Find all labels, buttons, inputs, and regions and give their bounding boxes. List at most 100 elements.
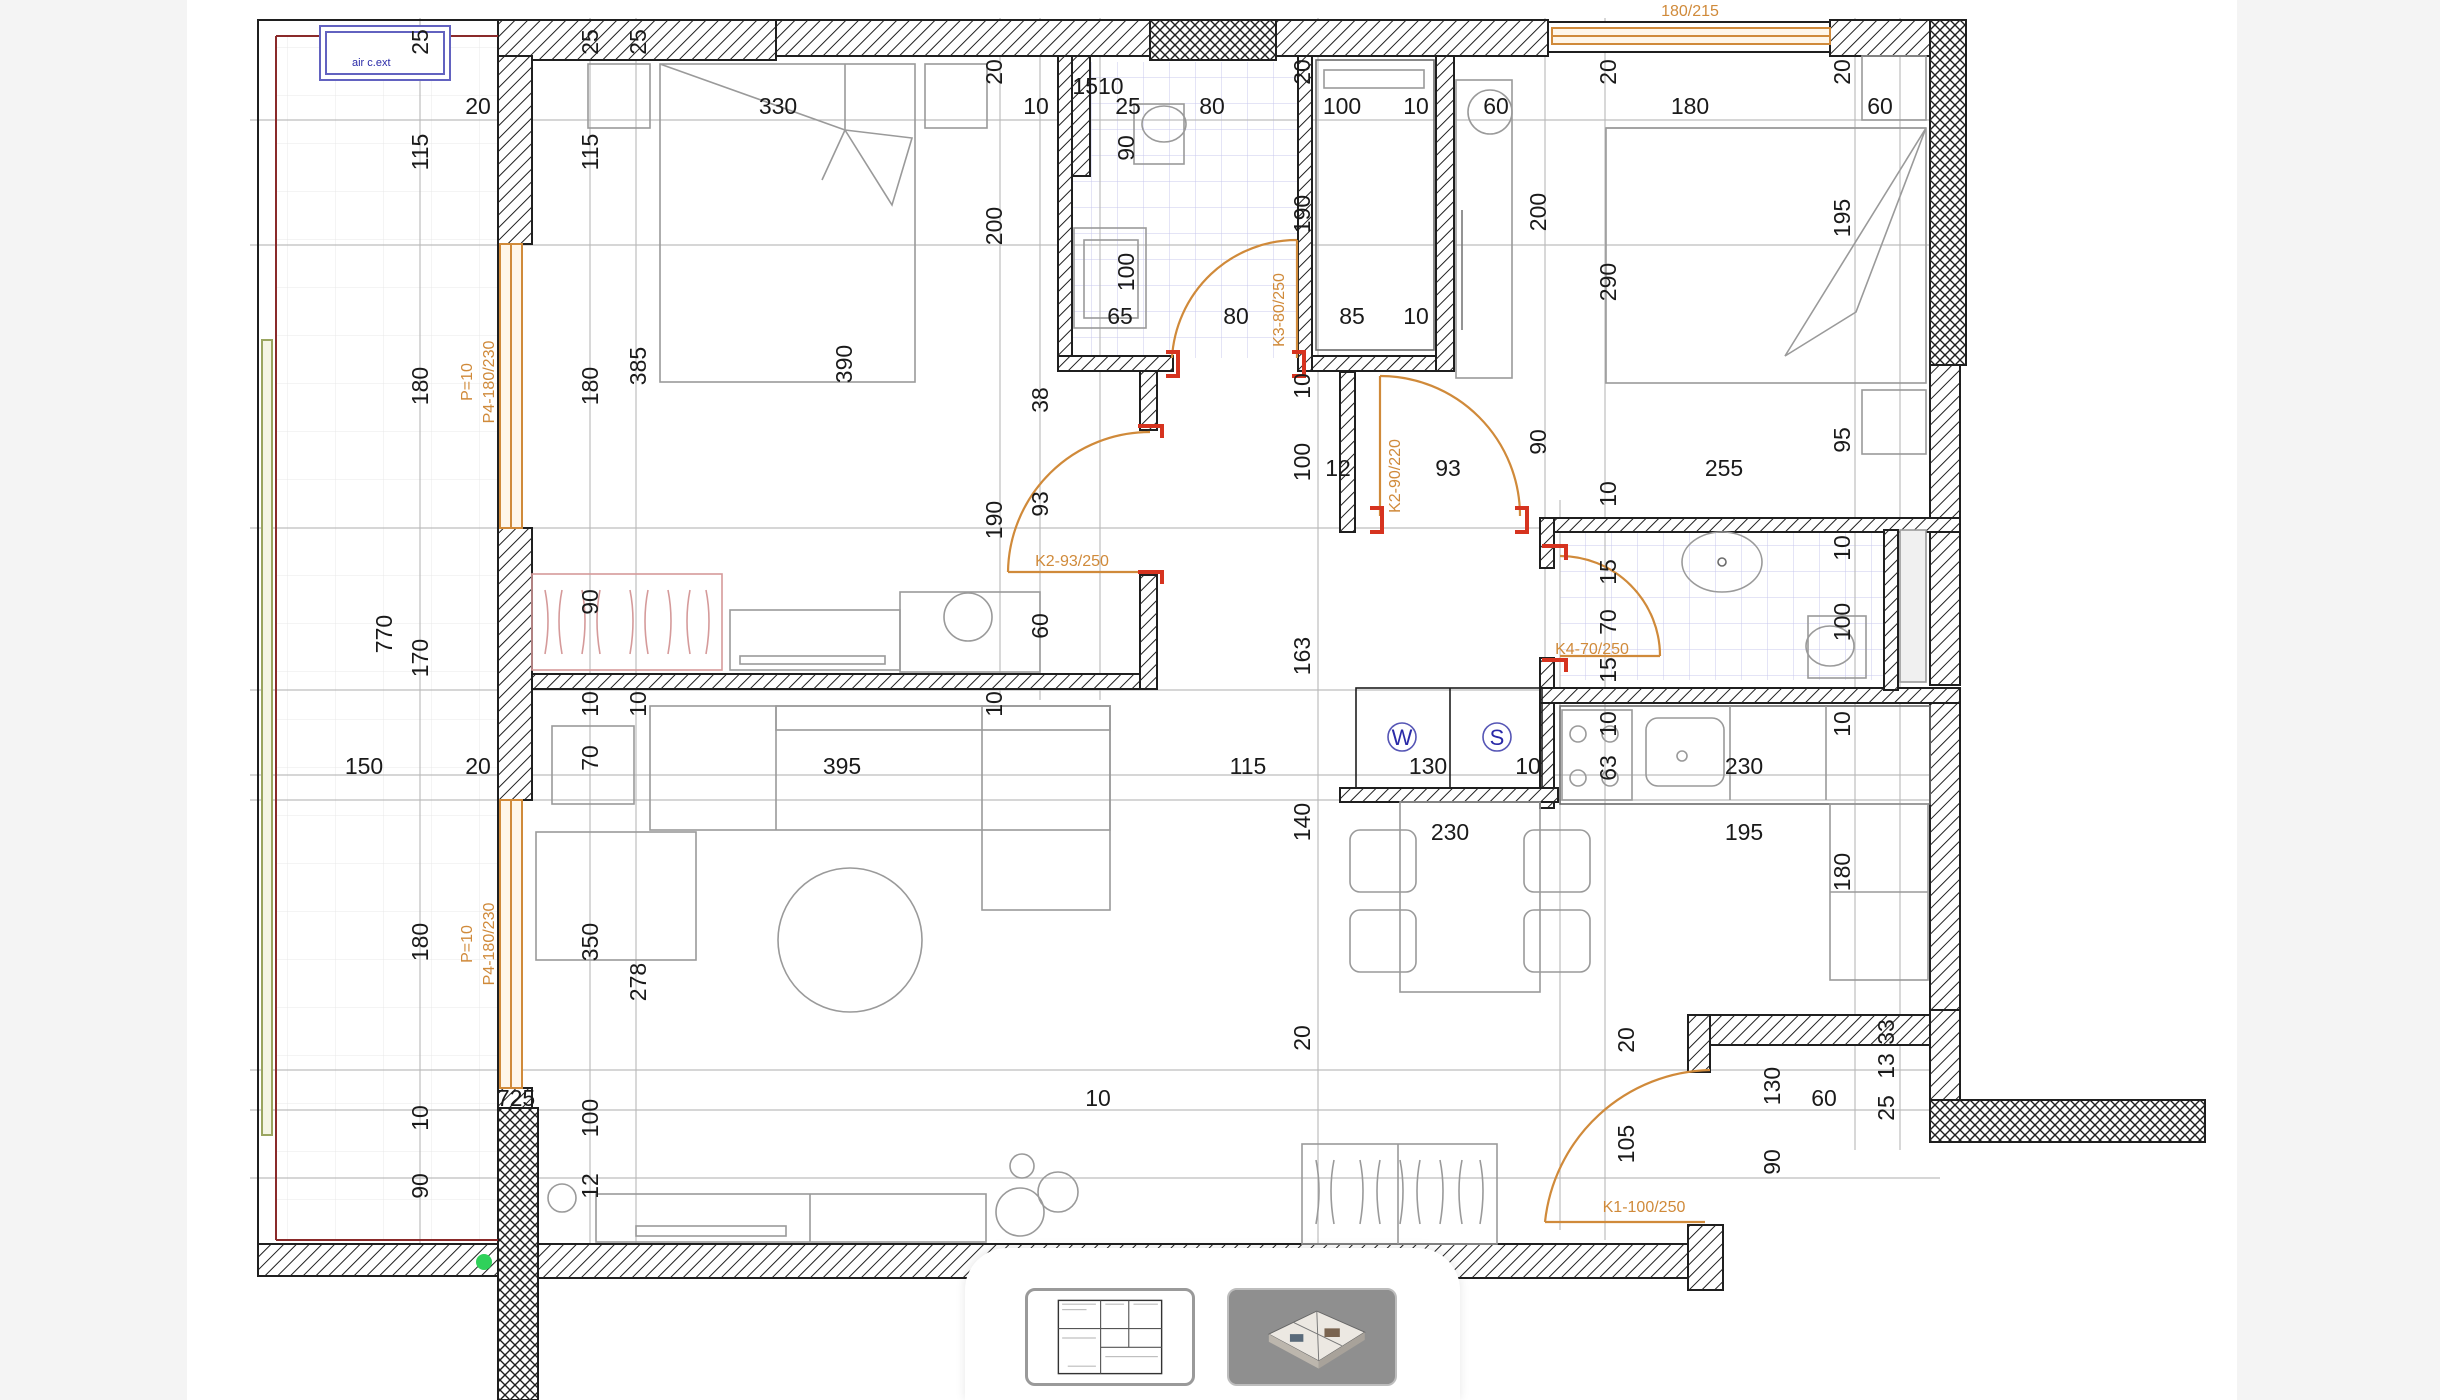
shower-1 <box>1315 59 1435 351</box>
balcony-floor <box>276 36 498 1240</box>
wardrobe-1 <box>531 573 723 671</box>
dim-label: 115 <box>1230 753 1267 779</box>
dim-label: 100 <box>1323 93 1361 119</box>
kitchen-sink <box>1645 717 1725 787</box>
dim-label: 163 <box>1289 637 1315 675</box>
dim-label: 33 <box>1873 1019 1899 1045</box>
dim-label: 385 <box>625 347 651 385</box>
sink-2 <box>1681 531 1763 593</box>
dim-label: 12 <box>1325 455 1351 481</box>
radiator <box>1301 1143 1498 1245</box>
wall-top-mid <box>775 19 1151 57</box>
dim-label: 10 <box>1289 373 1315 399</box>
tv-stand <box>595 1193 987 1243</box>
sofa-back <box>649 705 1111 831</box>
dim-label: 10 <box>1829 711 1855 737</box>
dim-label: 60 <box>1027 613 1053 639</box>
door-k2-left-swing <box>1006 430 1151 573</box>
dim-label: 25 <box>625 29 651 55</box>
dim-label: 180 <box>1829 853 1855 891</box>
dim-label: 100 <box>1113 253 1139 291</box>
dim-label: 180 <box>1671 93 1709 119</box>
dim-label: 15 <box>1595 657 1621 683</box>
kitchen-counter <box>1559 705 1931 805</box>
dim-label: 20 <box>981 59 1007 85</box>
model-3d-preview <box>1230 1290 1394 1384</box>
dim-label: 25 <box>1115 93 1141 119</box>
walls <box>257 19 2206 1400</box>
dryer-icon <box>1482 722 1512 752</box>
hall-shelf <box>1455 79 1513 379</box>
dim-label: 130 <box>1759 1067 1785 1105</box>
dim-label: 140 <box>1289 803 1315 841</box>
dim-label: 190 <box>1289 195 1315 233</box>
wall-bottom-right-stub <box>1687 1224 1724 1291</box>
dim-label: 25 <box>1873 1095 1899 1121</box>
air-conditioner-unit-inner <box>325 31 445 75</box>
dim-label: 20 <box>1289 59 1315 85</box>
dim-label: 170 <box>407 639 433 677</box>
dim-label: 10 <box>1595 711 1621 737</box>
doors <box>1006 238 1711 1224</box>
dim-label: 255 <box>1705 455 1743 481</box>
wall-bath2-left <box>1539 517 1555 569</box>
dim-label: 150 <box>345 753 383 779</box>
dim-label: 25 <box>577 29 603 55</box>
model-3d-thumbnail-button[interactable] <box>1227 1288 1397 1386</box>
dim-label: 80 <box>1223 303 1249 329</box>
sofa-chaise <box>981 705 1111 911</box>
wall-bath1-bottom <box>1057 355 1174 372</box>
dim-label: 90 <box>1525 429 1551 455</box>
dim-label: 130 <box>1409 753 1447 779</box>
laundry-box <box>1355 687 1543 789</box>
dim-label: 200 <box>1525 193 1551 231</box>
dim-label: 395 <box>823 753 861 779</box>
nightstand-2b <box>1861 389 1927 455</box>
dim-label: 770 <box>371 615 397 653</box>
toilet-1 <box>1133 103 1185 165</box>
toilet-2 <box>1807 615 1867 679</box>
armchair <box>535 831 697 961</box>
wall-kitchen-niche-post <box>1687 1014 1711 1073</box>
dim-label: 180 <box>577 367 603 405</box>
dim-label: 90 <box>577 589 603 615</box>
wall-bedroom1-right <box>1139 574 1158 690</box>
wall-bath-inner-stub <box>1071 55 1091 177</box>
dim-label: 725 <box>497 1085 535 1111</box>
dim-label: 20 <box>1595 59 1621 85</box>
dim-label: 10 <box>981 691 1007 717</box>
wall-right-xhatch <box>1929 19 1967 366</box>
dining-table <box>1399 801 1541 993</box>
dim-label: 60 <box>1811 1085 1837 1111</box>
dining-chair-4 <box>1523 909 1591 973</box>
washer-icon <box>1387 722 1417 752</box>
opening-annotations: 180/215 P=10 P4-180/230 P=10 P4-180/230 … <box>459 3 1719 1216</box>
dim-label: 95 <box>1829 427 1855 453</box>
dim-label: 100 <box>1829 603 1855 641</box>
windows <box>499 27 1831 1089</box>
dim-label: 70 <box>1595 609 1621 635</box>
dim-label: 90 <box>1113 135 1139 161</box>
dim-label: 1510 <box>1072 73 1123 99</box>
dim-label: 20 <box>1613 1027 1639 1053</box>
coffee-table <box>777 867 923 1013</box>
equipment-labels: air c.ext W S <box>352 57 1504 750</box>
wall-balcony-bottom <box>257 1243 499 1277</box>
dim-label: 90 <box>407 1173 433 1199</box>
plan-2d-thumbnail-button[interactable] <box>1025 1288 1195 1386</box>
dim-label: 10 <box>1403 93 1429 119</box>
door-annotation: K4-70/250 <box>1555 641 1629 658</box>
wall-left-bottom-xhatch <box>497 1107 539 1400</box>
wall-corner-xhatch <box>1929 1099 2206 1143</box>
furniture <box>531 55 1931 1245</box>
window-annotation: P4-180/230 <box>481 341 498 424</box>
dim-label: 105 <box>1613 1125 1639 1163</box>
dim-label: 90 <box>1759 1149 1785 1175</box>
dim-label: 290 <box>1595 263 1621 301</box>
dim-label: 63 <box>1595 755 1621 781</box>
dim-label: 80 <box>1199 93 1225 119</box>
dim-label: 20 <box>1289 1025 1315 1051</box>
wall-bath2-bottom <box>1539 687 1961 704</box>
dim-label: 330 <box>759 93 797 119</box>
